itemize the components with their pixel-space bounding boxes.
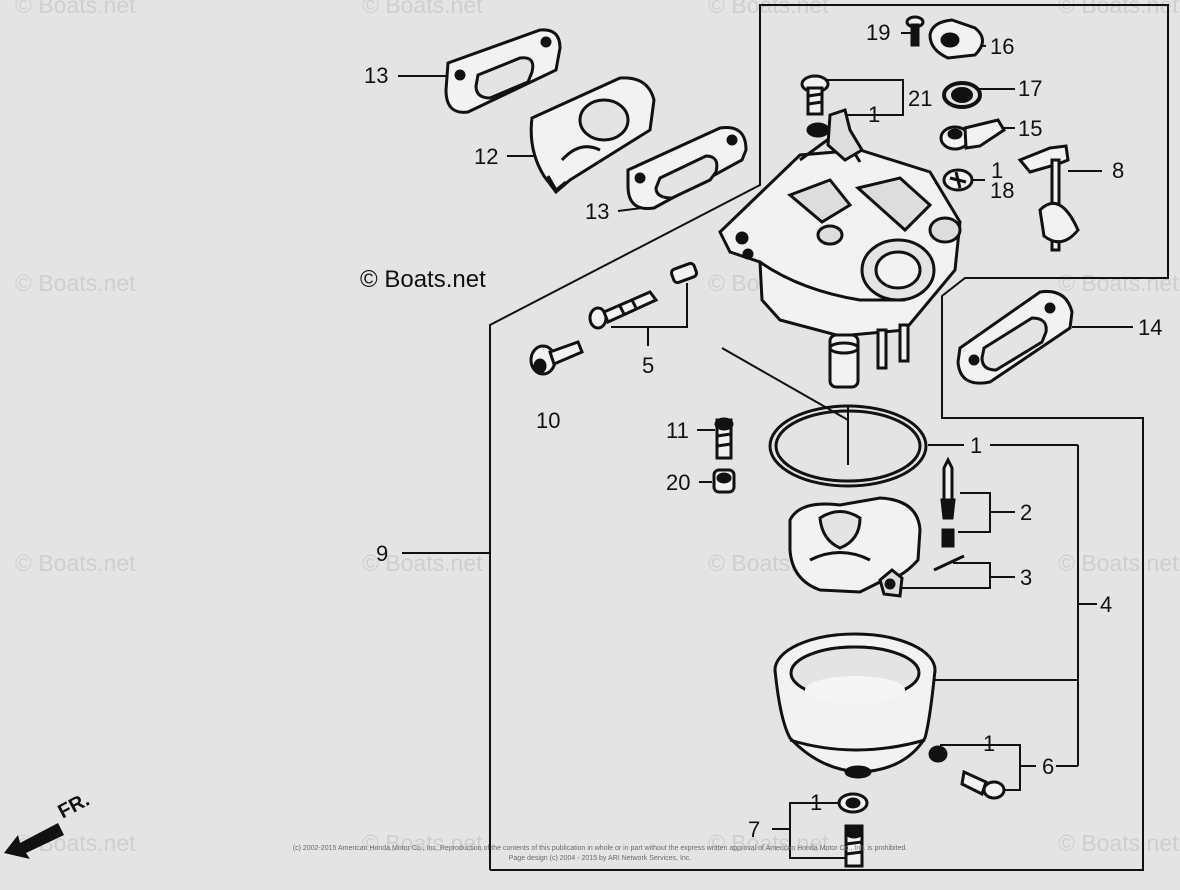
- callout-15: 15: [1018, 116, 1043, 141]
- callout-18: 18: [990, 178, 1015, 203]
- watermark: © Boats.net: [15, 270, 136, 296]
- callout-1-bolt: 1: [810, 790, 823, 815]
- callout-16: 16: [990, 34, 1015, 59]
- watermark: © Boats.net: [1058, 830, 1179, 856]
- callout-13-top: 13: [364, 63, 389, 88]
- callout-17: 17: [1018, 76, 1043, 101]
- callout-1-drain: 1: [983, 731, 996, 756]
- callout-1-top: 1: [868, 102, 881, 127]
- callout-2: 2: [1020, 500, 1033, 525]
- callout-11: 11: [666, 418, 689, 443]
- callout-5: 5: [642, 353, 655, 378]
- callout-20: 20: [666, 470, 691, 495]
- watermark: © Boats.net: [362, 830, 483, 856]
- watermark: © Boats.net: [362, 0, 483, 18]
- callout-13-lower: 13: [585, 199, 610, 224]
- watermark: © Boats.net: [708, 830, 829, 856]
- copyright-label: © Boats.net: [360, 266, 486, 293]
- assembly-boundary: [489, 4, 1169, 871]
- front-direction-arrow-icon: [4, 823, 64, 859]
- watermark: © Boats.net: [362, 550, 483, 576]
- callout-10: 10: [536, 408, 561, 433]
- callout-4: 4: [1100, 592, 1113, 617]
- watermark: © Boats.net: [15, 0, 136, 18]
- callout-1-gasket: 1: [970, 433, 983, 458]
- watermark: © Boats.net: [1058, 270, 1179, 296]
- callout-6: 6: [1042, 754, 1055, 779]
- callout-12: 12: [474, 144, 499, 169]
- callout-21: 21: [908, 86, 933, 111]
- callout-1-upper: 1: [991, 158, 1004, 183]
- footer-page-design: Page design (c) 2004 - 2015 by ARI Netwo…: [508, 855, 692, 862]
- callout-7: 7: [748, 817, 761, 842]
- callout-9: 9: [376, 541, 389, 566]
- callout-19: 19: [866, 20, 891, 45]
- footer-copyright: (c) 2002-2015 American Honda Motor Co., …: [292, 845, 908, 852]
- watermark: © Boats.net: [15, 550, 136, 576]
- callout-8: 8: [1112, 158, 1125, 183]
- callout-3: 3: [1020, 565, 1033, 590]
- callout-14: 14: [1138, 315, 1163, 340]
